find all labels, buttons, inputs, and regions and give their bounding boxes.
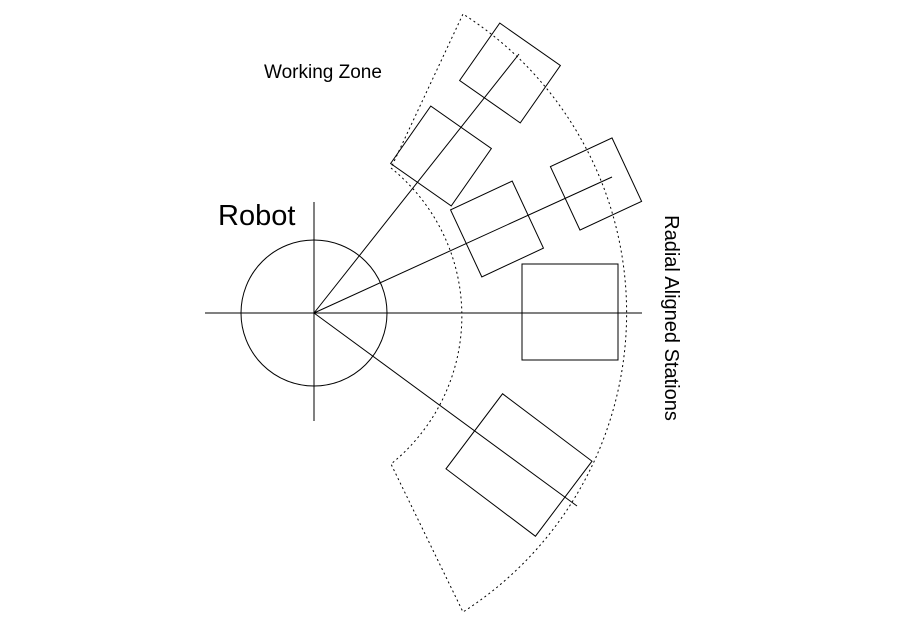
working-zone-boundary (390, 13, 628, 613)
radial-line-upper (313, 53, 520, 314)
station-box (445, 393, 593, 537)
station-box (521, 263, 619, 361)
radial-line-lower (313, 312, 578, 507)
working-zone-label: Working Zone (264, 62, 382, 83)
radial-stations-label: Radial Aligned Stations (660, 215, 682, 421)
station-box (549, 137, 643, 231)
station-box (389, 105, 493, 207)
radial-line-middle (313, 176, 613, 314)
station-box (449, 180, 545, 278)
robot-base-circle (240, 239, 388, 387)
robot-label: Robot (218, 200, 296, 232)
station-box (458, 22, 562, 124)
